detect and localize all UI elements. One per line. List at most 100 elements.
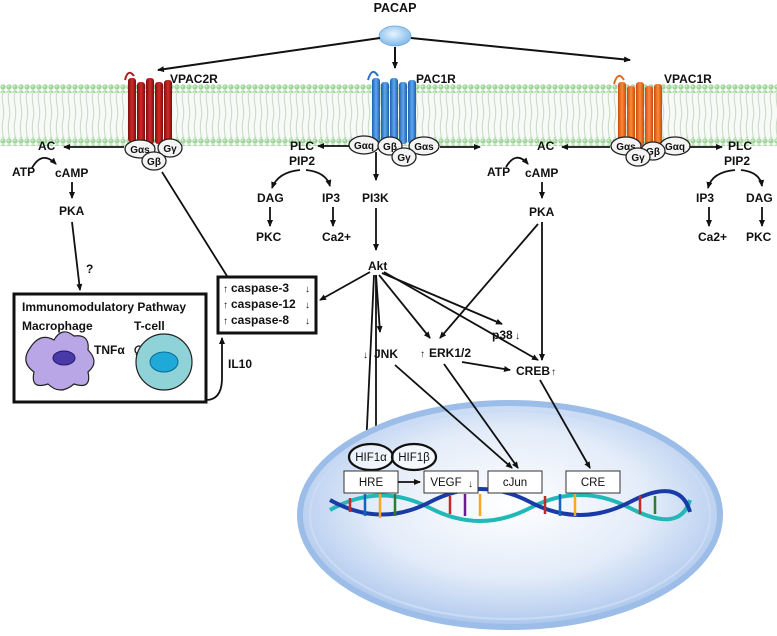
macrophage-label: Macrophage — [22, 319, 93, 333]
akt-label: Akt — [368, 259, 387, 273]
svg-text:↓: ↓ — [305, 316, 310, 327]
caspase-3-label: caspase-3 — [231, 281, 289, 295]
hif1-alpha-label: HIF1α — [355, 452, 387, 464]
vpac1r-receptor — [613, 74, 662, 146]
arrow-akt-caspases — [319, 271, 371, 301]
gene-cre: CRE — [565, 470, 621, 494]
pi3k-label: PI3K — [362, 191, 389, 205]
pka-left-label: PKA — [59, 204, 85, 218]
pip2-right-label: PIP2 — [724, 154, 750, 168]
arrow-atp-camp-right — [505, 156, 529, 168]
gene-cjun: cJun — [487, 470, 543, 494]
vpac2r-receptor — [124, 71, 172, 144]
atp-right-label: ATP — [487, 165, 510, 179]
tcell-label: T-cell — [134, 319, 165, 333]
arrow-pacap-vpac1r — [410, 37, 631, 63]
svg-text:↑: ↑ — [223, 300, 228, 311]
caspase-row: ↑ caspase-12 ↓ — [223, 297, 310, 311]
atp-left-label: ATP — [12, 165, 35, 179]
tcell-nucleus — [149, 351, 179, 373]
ggamma-left — [157, 138, 183, 158]
pip2-center-label: PIP2 — [289, 154, 315, 168]
svg-text:HRE: HRE — [359, 477, 384, 489]
pkc-right-label: PKC — [746, 230, 772, 244]
svg-text:↓: ↓ — [515, 331, 520, 342]
caspase-8-label: caspase-8 — [231, 313, 289, 327]
svg-text:↑: ↑ — [420, 349, 425, 360]
ca-right-label: Ca2+ — [698, 230, 727, 244]
dag-center-label: DAG — [257, 191, 284, 205]
caspase-row: ↑ caspase-3 ↓ — [223, 281, 310, 295]
arrow-pka-immuno — [71, 221, 83, 291]
vpac1r-label: VPAC1R — [664, 72, 712, 86]
svg-text:Gβ: Gβ — [646, 147, 660, 158]
arrow-akt-hif1a — [363, 274, 375, 449]
ip3-right-label: IP3 — [696, 191, 714, 205]
svg-text:↑: ↑ — [223, 316, 228, 327]
dna-helix — [329, 487, 692, 523]
galpha-s-center — [408, 136, 440, 156]
svg-text:Gβ: Gβ — [147, 157, 161, 168]
svg-text:Gαs: Gαs — [414, 142, 434, 153]
svg-text:Gαs: Gαs — [130, 145, 150, 156]
gene-vegf: VEGF ↓ — [423, 470, 479, 494]
svg-text:CRE: CRE — [581, 477, 606, 489]
svg-text:↓: ↓ — [468, 479, 473, 490]
dag-right-label: DAG — [746, 191, 773, 205]
pacap-label: PACAP — [374, 1, 417, 15]
caspase-row: ↑ caspase-8 ↓ — [223, 313, 310, 327]
svg-text:↓: ↓ — [363, 350, 368, 361]
arrow-erk-creb — [461, 361, 511, 372]
pka-right-label: PKA — [529, 205, 555, 219]
il10-label: IL10 — [228, 357, 252, 371]
hif1-beta-label: HIF1β — [398, 452, 430, 464]
gprotein-left: Gαs Gγ Gβ — [124, 138, 183, 171]
pac1r-receptor — [367, 70, 416, 144]
arrow-pip2-dag — [271, 169, 301, 189]
ac-left-label: AC — [38, 139, 56, 153]
arrow-pacap-vpac2r — [157, 37, 381, 73]
plc-right-label: PLC — [728, 139, 752, 153]
caspase-12-label: caspase-12 — [231, 297, 296, 311]
arrow-akt-erk — [378, 274, 431, 339]
svg-text:↑: ↑ — [551, 367, 556, 378]
hif1-beta — [390, 442, 438, 472]
svg-text:↑: ↑ — [223, 284, 228, 295]
ggamma-right — [625, 147, 651, 167]
arrow-pip2-ip3-right — [706, 169, 736, 189]
svg-text:Gγ: Gγ — [163, 144, 177, 155]
gprotein-center: Gαq Gβ Gαs Gγ — [348, 135, 440, 167]
arrow-pka-erk — [439, 223, 539, 339]
vpac2r-label: VPAC2R — [170, 72, 218, 86]
arrow-creb-cre — [539, 379, 591, 469]
ggamma-center — [391, 147, 417, 167]
ca-center-label: Ca2+ — [322, 230, 351, 244]
camp-right-label: cAMP — [525, 166, 558, 180]
pkc-center-label: PKC — [256, 230, 282, 244]
gbeta-left — [141, 151, 167, 171]
immunomodulatory-box: Immunomodulatory Pathway Macrophage T-ce… — [12, 292, 208, 404]
gene-hre: HRE — [343, 470, 399, 494]
macrophage-nucleus — [52, 350, 76, 366]
arrow-erk-cjun — [443, 363, 519, 469]
tnf-label: TNFα — [94, 343, 125, 357]
svg-text:Gαq: Gαq — [665, 142, 685, 153]
pac1r-label: PAC1R — [416, 72, 456, 86]
svg-text:Gγ: Gγ — [397, 153, 411, 164]
arrow-akt-creb — [383, 271, 539, 361]
hif1-complex: HIF1α HIF1β — [347, 442, 438, 472]
svg-text:Gβ: Gβ — [383, 142, 397, 153]
svg-text:Gγ: Gγ — [631, 153, 645, 164]
svg-text:Gαs: Gαs — [616, 142, 636, 153]
jnk-label: JNK — [374, 347, 398, 361]
camp-left-label: cAMP — [55, 166, 88, 180]
question-label: ? — [86, 262, 93, 276]
ac-right-label: AC — [537, 139, 555, 153]
gprotein-right: Gαs Gαq Gβ Gγ — [610, 136, 691, 167]
svg-text:Gαq: Gαq — [354, 141, 374, 152]
arrow-pip2-ip3 — [305, 169, 332, 187]
arrow-il10-caspases — [205, 337, 225, 401]
arrow-jnk-cjun — [394, 364, 513, 469]
pacap-ligand: PACAP — [374, 1, 417, 47]
